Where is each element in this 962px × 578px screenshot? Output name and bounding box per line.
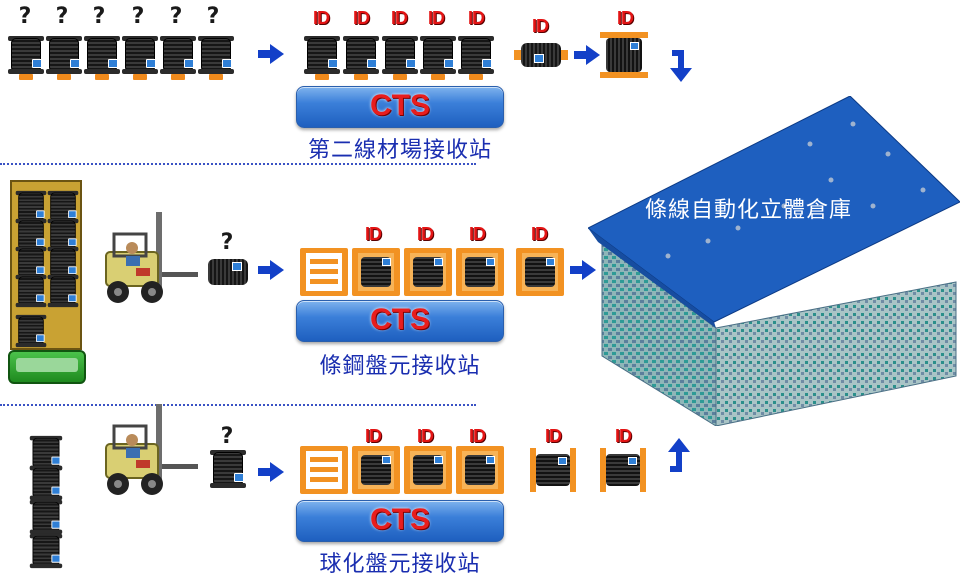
loaded-pallet: [456, 248, 504, 296]
question-mark: ?: [18, 4, 32, 29]
coil: [210, 448, 246, 490]
section-divider: [0, 163, 476, 165]
question-mark: ?: [55, 4, 69, 29]
coil: [47, 273, 79, 309]
station-label: 條鋼盤元接收站: [319, 354, 481, 379]
id-label: ID: [391, 8, 408, 28]
coil: [458, 34, 494, 80]
id-label: ID: [545, 426, 562, 446]
loaded-pallet: [404, 446, 452, 494]
question-mark: ?: [131, 4, 145, 29]
cts-bar: CTS: [296, 300, 504, 342]
coil-horizontal: [514, 42, 568, 68]
turn-up-arrow-icon: [668, 438, 690, 472]
station-label: 第二線材場接收站: [307, 138, 492, 163]
cts-bar: CTS: [296, 500, 504, 542]
id-label: ID: [313, 8, 330, 28]
empty-pallet: [300, 248, 348, 296]
coil: [420, 34, 456, 80]
turn-down-arrow-icon: [670, 50, 692, 82]
loaded-pallet: [404, 248, 452, 296]
coil-on-stand: [600, 448, 646, 492]
id-label: ID: [417, 426, 434, 446]
loaded-pallet: [352, 248, 400, 296]
coil: [382, 34, 418, 80]
flow-arrow: [258, 462, 284, 482]
coil: [15, 313, 47, 349]
coil: [15, 273, 47, 309]
coil: [29, 464, 63, 502]
forklift-icon: [105, 404, 198, 495]
question-mark: ?: [169, 4, 183, 29]
warehouse-label: 條線自動化立體倉庫: [645, 198, 853, 223]
coil: [343, 34, 379, 80]
id-label: ID: [353, 8, 370, 28]
flow-arrow: [574, 45, 600, 65]
coil: [46, 34, 82, 80]
id-label: ID: [531, 224, 548, 244]
coil-horizontal: [206, 258, 250, 286]
cts-label: CTS: [370, 503, 430, 536]
coil-on-stand: [530, 448, 576, 492]
loaded-pallet: [516, 248, 564, 296]
coil: [84, 34, 120, 80]
coil: [160, 34, 196, 80]
station-label: 球化盤元接收站: [319, 552, 481, 577]
question-mark: ?: [92, 4, 106, 29]
section-divider: [0, 404, 476, 406]
loaded-pallet: [456, 446, 504, 494]
id-label: ID: [469, 426, 486, 446]
question-mark: ?: [220, 424, 234, 449]
cts-label: CTS: [370, 303, 430, 336]
flow-arrow: [258, 44, 284, 64]
question-mark: ?: [220, 230, 234, 255]
cts-label: CTS: [370, 89, 430, 122]
coil: [122, 34, 158, 80]
id-label: ID: [468, 8, 485, 28]
id-label: ID: [469, 224, 486, 244]
id-label: ID: [615, 426, 632, 446]
flow-arrow: [570, 260, 596, 280]
id-label: ID: [617, 8, 634, 28]
coil: [8, 34, 44, 80]
empty-pallet: [300, 446, 348, 494]
id-label: ID: [417, 224, 434, 244]
forklift-icon: [105, 212, 198, 303]
flow-arrow: [258, 260, 284, 280]
id-label: ID: [365, 224, 382, 244]
question-mark: ?: [206, 4, 220, 29]
id-label: ID: [428, 8, 445, 28]
coil: [29, 498, 63, 536]
coil: [198, 34, 234, 80]
id-label: ID: [532, 16, 549, 36]
loaded-pallet: [352, 446, 400, 494]
palletized-coil: [600, 32, 648, 78]
cts-bar: CTS: [296, 86, 504, 128]
coil: [304, 34, 340, 80]
coil: [29, 532, 63, 570]
id-label: ID: [365, 426, 382, 446]
automated-warehouse-icon: [588, 96, 960, 426]
